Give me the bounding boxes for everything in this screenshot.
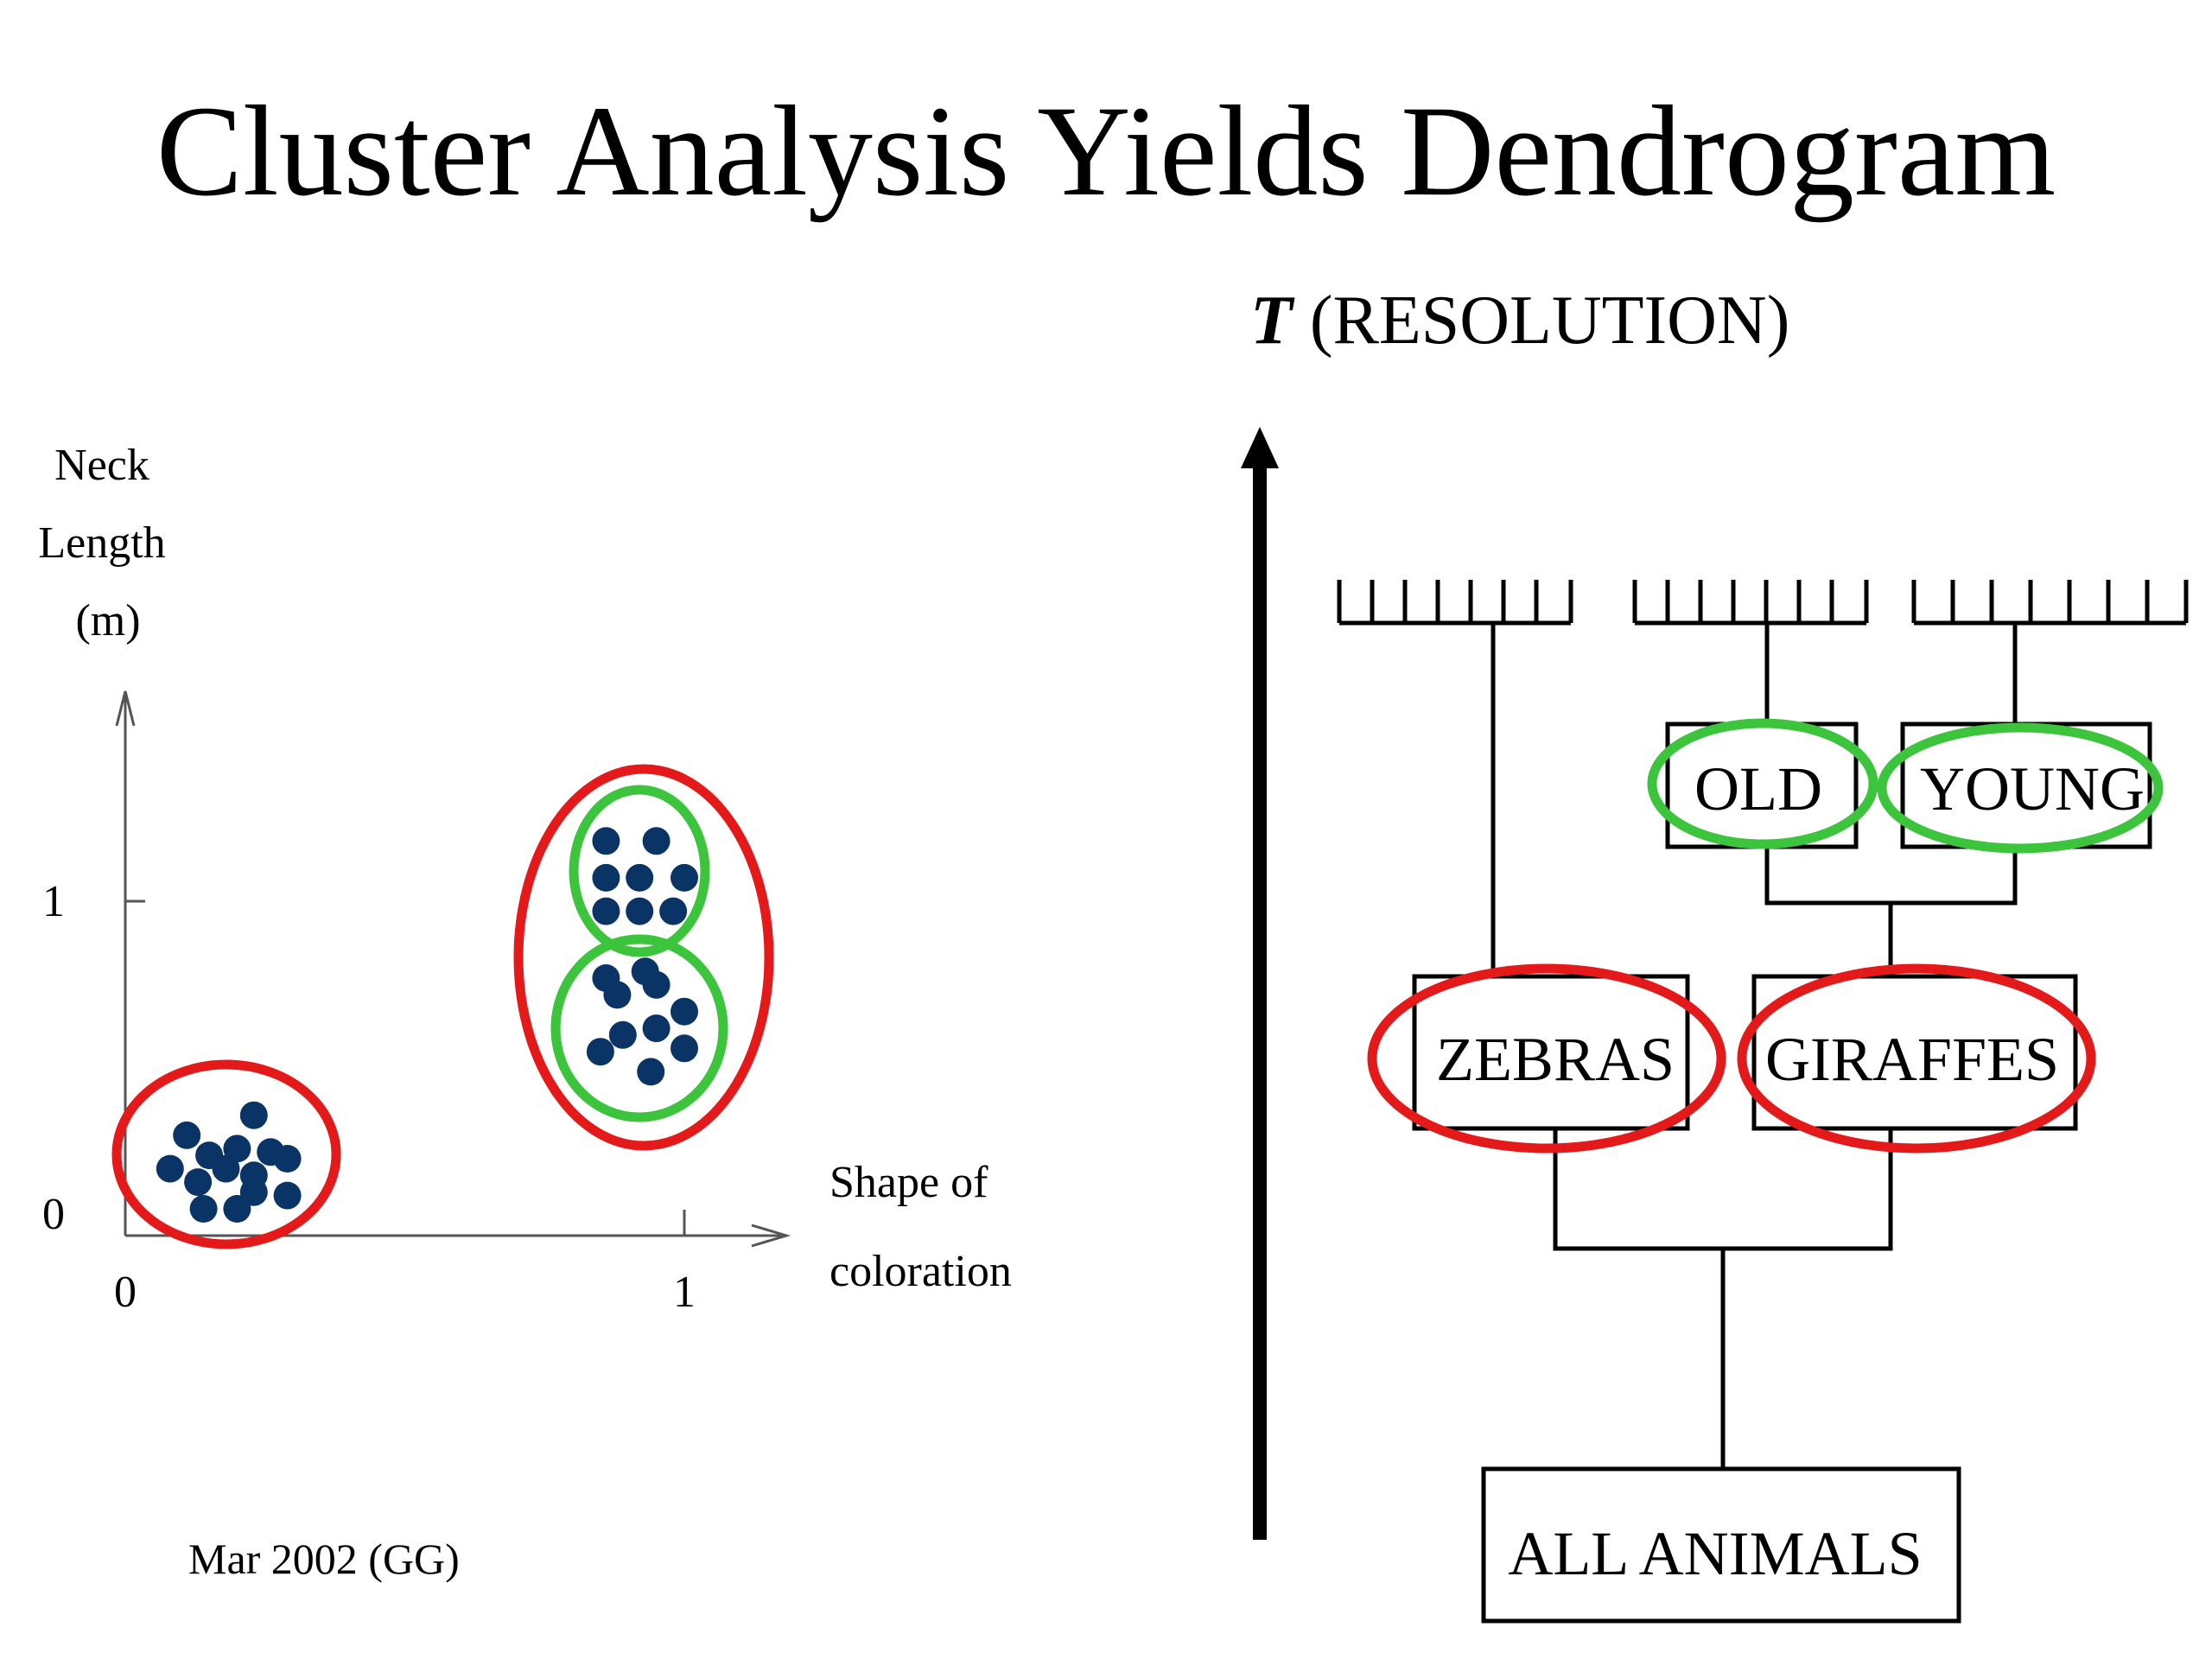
data-point — [273, 1181, 302, 1210]
y-tick-label-1: 1 — [42, 877, 65, 926]
leaf-comb-young — [1911, 580, 2189, 626]
y-axis-label-line1: Neck — [54, 441, 149, 490]
giraffes-node-ring — [1737, 963, 2096, 1154]
data-point — [671, 997, 698, 1026]
data-point — [273, 1145, 302, 1173]
data-point — [592, 827, 620, 855]
young-node-ring — [1877, 722, 2164, 854]
old-giraffe-cluster-ring — [569, 785, 710, 957]
y-axis-label-line2: Length — [38, 518, 165, 568]
scatter-axes — [115, 690, 791, 1248]
y-tick-label-0: 0 — [42, 1190, 65, 1239]
data-point — [626, 897, 654, 925]
slide-title: Cluster Analysis Yields Dendrogram — [156, 79, 2056, 223]
resolution-arrow-head — [1241, 427, 1279, 468]
data-point — [223, 1195, 251, 1223]
data-point — [671, 1034, 698, 1063]
y-axis-arrow — [115, 690, 136, 727]
giraffe-cluster-ring — [513, 764, 774, 1151]
data-point — [626, 863, 654, 892]
data-point — [592, 863, 620, 892]
old-node-ring — [1647, 718, 1878, 849]
leaf-comb-zebras — [1337, 580, 1573, 626]
node-box-zebras — [1412, 974, 1690, 1131]
resolution-axis-label: T (RESOLUTION) — [1250, 283, 1789, 359]
scatter-plot: Neck Length (m) Shape of coloration 1 0 … — [38, 441, 1012, 1317]
data-point — [659, 897, 688, 925]
data-point — [603, 981, 632, 1009]
data-point — [608, 1020, 637, 1049]
data-point — [189, 1195, 218, 1223]
slide-footer: Mar 2002 (GG) — [188, 1535, 460, 1583]
data-point — [239, 1178, 268, 1206]
data-point — [586, 1038, 614, 1066]
node-label-old: OLD — [1694, 754, 1822, 823]
data-point — [239, 1101, 268, 1129]
node-label-zebras: ZEBRAS — [1436, 1025, 1675, 1094]
node-label-giraffes: GIRAFFES — [1765, 1025, 2059, 1094]
x-tick-label-0: 0 — [114, 1268, 137, 1317]
resolution-text: (RESOLUTION) — [1293, 283, 1789, 359]
data-point — [156, 1154, 184, 1183]
node-label-all: ALL ANIMALS — [1508, 1519, 1922, 1588]
data-point — [642, 1014, 671, 1043]
data-point — [212, 1154, 240, 1183]
data-point — [642, 827, 671, 855]
y-axis-label-line3: (m) — [75, 596, 140, 645]
branch-old-young-join — [1764, 847, 2018, 906]
resolution-variable: T — [1250, 283, 1295, 359]
data-point — [173, 1121, 201, 1149]
scatter-points — [156, 827, 698, 1223]
data-point — [642, 970, 671, 999]
node-box-all — [1481, 1466, 1961, 1624]
data-point — [592, 897, 620, 925]
zebra-cluster-ring — [111, 1059, 341, 1249]
x-axis-label-line1: Shape of — [830, 1158, 988, 1207]
node-label-young: YOUNG — [1920, 754, 2145, 823]
x-axis-label-line2: coloration — [830, 1247, 1012, 1296]
data-point — [637, 1058, 665, 1086]
zebras-node-ring — [1367, 963, 1726, 1154]
leaf-comb-old — [1632, 580, 1869, 626]
data-point — [184, 1168, 213, 1197]
x-axis-arrow — [751, 1224, 791, 1248]
x-tick-label-1: 1 — [673, 1268, 696, 1317]
node-box-giraffes — [1751, 974, 2078, 1131]
data-point — [671, 863, 698, 892]
young-giraffe-cluster-ring — [550, 934, 728, 1122]
